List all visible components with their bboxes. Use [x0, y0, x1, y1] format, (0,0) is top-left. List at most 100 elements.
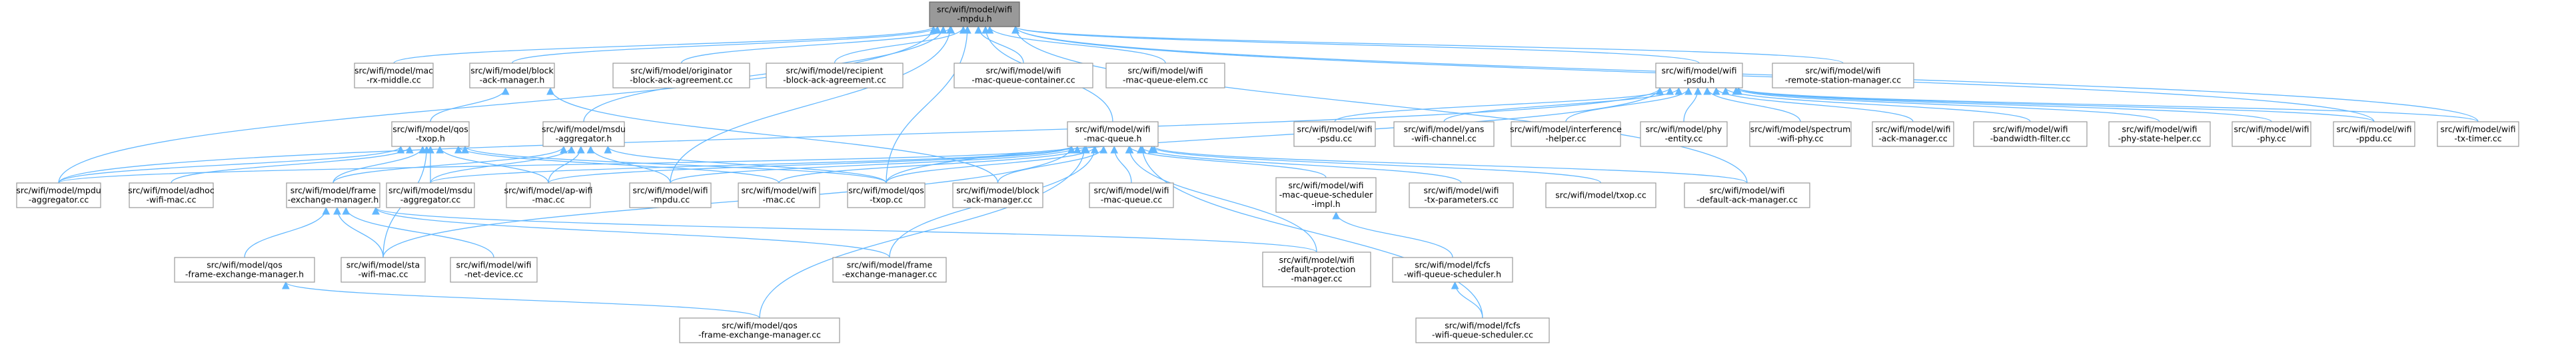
- node-label-line: -aggregator.cc: [400, 195, 461, 205]
- node-spectrum[interactable]: src/wifi/model/spectrum-wifi-phy.cc: [1749, 121, 1852, 147]
- node-box: [16, 182, 101, 208]
- node-box: [340, 257, 426, 283]
- node-remote-station[interactable]: src/wifi/model/wifi-remote-station-manag…: [1772, 63, 1914, 88]
- node-psdu-h[interactable]: src/wifi/model/wifi-psdu.h: [1655, 63, 1743, 88]
- node-label-line: -phy-state-helper.cc: [2118, 134, 2202, 144]
- node-label-line: -ack-manager.h: [480, 75, 545, 85]
- node-yans[interactable]: src/wifi/model/yans-wifi-channel.cc: [1393, 121, 1495, 147]
- node-box: [174, 257, 315, 283]
- node-box: [1275, 177, 1377, 213]
- node-fcfs-cc[interactable]: src/wifi/model/fcfs-wifi-queue-scheduler…: [1415, 317, 1550, 343]
- node-originator[interactable]: src/wifi/model/originator-block-ack-agre…: [612, 63, 750, 88]
- node-label-line: src/wifi/model/msdu: [388, 186, 472, 196]
- node-box: [1293, 121, 1376, 147]
- node-qos-fem-h[interactable]: src/wifi/model/qos-frame-exchange-manage…: [174, 257, 315, 283]
- node-label-line: -frame-exchange-manager.h: [185, 269, 304, 279]
- edge-net_device-to-fem_h: [342, 206, 494, 258]
- node-label-line: -wifi-phy.cc: [1777, 134, 1824, 144]
- edge-wifi_mpdu_cc-to-root: [670, 25, 954, 184]
- node-wifi-mac-cc[interactable]: src/wifi/model/wifi-mac.cc: [738, 182, 820, 208]
- node-txop-cc[interactable]: src/wifi/model/txop.cc: [1545, 182, 1656, 208]
- node-tx-params[interactable]: src/wifi/model/wifi-tx-parameters.cc: [1409, 182, 1514, 208]
- node-box: [847, 182, 926, 208]
- node-label-line: src/wifi/model/originator: [630, 66, 732, 76]
- node-bandwidth[interactable]: src/wifi/model/wifi-bandwidth-filter.cc: [1973, 121, 2088, 147]
- node-label-line: -default-ack-manager.cc: [1696, 195, 1798, 205]
- node-interference[interactable]: src/wifi/model/interference-helper.cc: [1510, 121, 1622, 147]
- edge-default_ack-to-mac_queue_h: [1150, 145, 1748, 184]
- edge-mpdu_agg-to-psdu_h: [58, 87, 1664, 184]
- node-box: [1409, 182, 1514, 208]
- node-mac-queue-cc[interactable]: src/wifi/model/wifi-mac-queue.cc: [1089, 182, 1174, 208]
- node-adhoc[interactable]: src/wifi/model/adhoc-wifi-mac.cc: [128, 182, 215, 208]
- edge-qos_fem_h-to-fem_h: [244, 206, 330, 258]
- node-root[interactable]: src/wifi/model/wifi-mpdu.h: [929, 1, 1020, 27]
- node-block-ack-cc[interactable]: src/wifi/model/block-ack-manager.cc: [952, 182, 1043, 208]
- node-default-ack[interactable]: src/wifi/model/wifi-default-ack-manager.…: [1684, 182, 1810, 208]
- node-default-prot[interactable]: src/wifi/model/wifi-default-protection-m…: [1262, 252, 1371, 287]
- node-label-line: -txop.cc: [870, 195, 903, 205]
- node-mpdu-agg[interactable]: src/wifi/model/mpdu-aggregator.cc: [16, 182, 101, 208]
- node-box: [286, 182, 380, 208]
- node-label-line: src/wifi/model/qos: [392, 124, 468, 134]
- node-fem-cc[interactable]: src/wifi/model/frame-exchange-manager.cc: [832, 257, 947, 283]
- node-box: [1772, 63, 1914, 88]
- node-block-ack-h[interactable]: src/wifi/model/block-ack-manager.h: [469, 63, 555, 88]
- edge-ppdu-to-psdu_h: [1734, 87, 2375, 122]
- node-label-line: -helper.cc: [1546, 134, 1587, 144]
- node-mq-elem[interactable]: src/wifi/model/wifi-mac-queue-elem.cc: [1105, 63, 1225, 88]
- node-label-line: -exchange-manager.h: [288, 195, 379, 205]
- node-box: [506, 182, 591, 208]
- node-label-line: -block-ack-agreement.cc: [630, 75, 733, 85]
- node-fcfs-h[interactable]: src/wifi/model/fcfs-wifi-queue-scheduler…: [1392, 257, 1513, 283]
- node-net-device[interactable]: src/wifi/model/wifi-net-device.cc: [450, 257, 538, 283]
- node-label-line: -mac-queue-container.cc: [971, 75, 1075, 85]
- edge-fcfs_cc-to-mac_queue_h: [1138, 145, 1483, 319]
- node-mac-rx[interactable]: src/wifi/model/mac-rx-middle.cc: [354, 63, 434, 88]
- node-tx-timer[interactable]: src/wifi/model/wifi-tx-timer.cc: [2437, 121, 2519, 147]
- node-qos-txop-cc[interactable]: src/wifi/model/qos-txop.cc: [847, 182, 926, 208]
- node-label-line: src/wifi/model/wifi: [456, 260, 532, 270]
- node-box: [1511, 121, 1621, 147]
- node-wifi-phy[interactable]: src/wifi/model/wifi-phy.cc: [2232, 121, 2311, 147]
- node-mac-queue-h[interactable]: src/wifi/model/wifi-mac-queue.h: [1067, 121, 1159, 147]
- node-psdu-cc[interactable]: src/wifi/model/wifi-psdu.cc: [1293, 121, 1376, 147]
- node-label-line: src/wifi/model/spectrum: [1750, 124, 1851, 134]
- edge-ap_wifi-to-mac_queue_h: [548, 145, 1075, 184]
- edge-mpdu_agg-to-mac_queue_h: [58, 145, 1075, 184]
- node-label-line: -ack-manager.cc: [964, 195, 1033, 205]
- node-recipient[interactable]: src/wifi/model/recipient-block-ack-agree…: [766, 63, 904, 88]
- node-phy-state[interactable]: src/wifi/model/wifi-phy-state-helper.cc: [2108, 121, 2211, 147]
- node-label-line: src/wifi/model/wifi: [937, 5, 1012, 15]
- node-box: [1262, 252, 1371, 287]
- node-box: [129, 182, 214, 208]
- node-box: [469, 63, 555, 88]
- node-msdu-agg-h[interactable]: src/wifi/model/msdu-aggregator.h: [542, 121, 626, 147]
- node-wifi-mpdu-cc[interactable]: src/wifi/model/wifi-mpdu.cc: [629, 182, 712, 208]
- node-ack-manager[interactable]: src/wifi/model/wifi-ack-manager.cc: [1872, 121, 1954, 147]
- node-label-line: src/wifi/model/frame: [847, 260, 933, 270]
- node-qos-fem-cc[interactable]: src/wifi/model/qos-frame-exchange-manage…: [679, 317, 840, 343]
- node-box: [386, 182, 475, 208]
- node-ppdu[interactable]: src/wifi/model/wifi-ppdu.cc: [2333, 121, 2415, 147]
- node-phy-entity[interactable]: src/wifi/model/phy-entity.cc: [1640, 121, 1728, 147]
- node-label-line: -exchange-manager.cc: [842, 269, 938, 279]
- node-msdu-agg-cc[interactable]: src/wifi/model/msdu-aggregator.cc: [386, 182, 475, 208]
- edge-originator-to-root: [680, 25, 955, 64]
- node-label-line: src/wifi/model/wifi: [742, 186, 817, 196]
- node-ap-wifi[interactable]: src/wifi/model/ap-wifi-mac.cc: [504, 182, 593, 208]
- node-box: [1655, 63, 1743, 88]
- node-sta-mac[interactable]: src/wifi/model/sta-wifi-mac.cc: [340, 257, 426, 283]
- node-fem-h[interactable]: src/wifi/model/frame-exchange-manager.h: [286, 182, 380, 208]
- edge-mq_container-to-root: [974, 25, 1024, 64]
- node-box: [629, 182, 712, 208]
- node-label-line: -wifi-mac.cc: [146, 195, 196, 205]
- node-qos-txop-h[interactable]: src/wifi/model/qos-txop.h: [391, 121, 470, 147]
- node-mqs-impl[interactable]: src/wifi/model/wifi-mac-queue-scheduler-…: [1275, 177, 1377, 213]
- node-label-line: src/wifi/model/wifi: [1297, 124, 1373, 134]
- edge-adhoc-to-qos_txop_h: [171, 145, 414, 184]
- node-label-line: src/wifi/model/wifi: [1662, 66, 1737, 76]
- node-mq-container[interactable]: src/wifi/model/wifi-mac-queue-container.…: [954, 63, 1093, 88]
- node-label-line: -rx-middle.cc: [366, 75, 421, 85]
